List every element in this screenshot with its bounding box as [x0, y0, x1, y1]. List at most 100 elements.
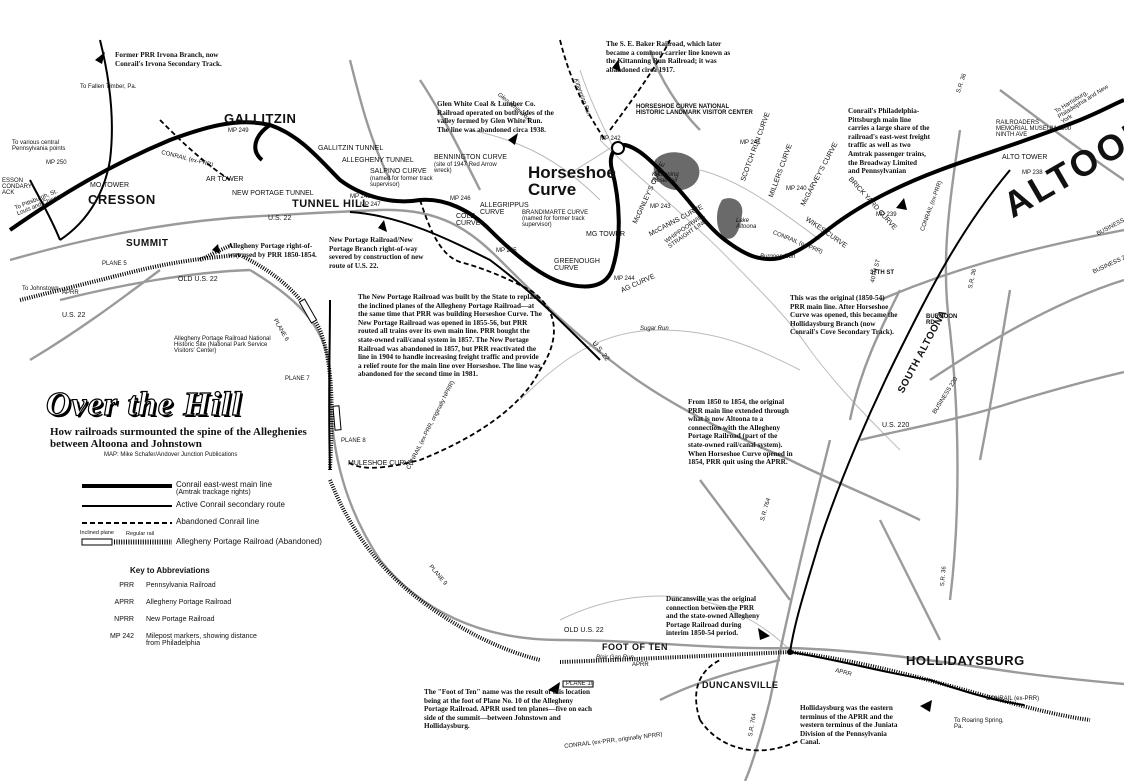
pointer-arrows — [95, 52, 932, 712]
bennington-note-label: (site of 1947 Red Arrow wreck) — [434, 162, 497, 174]
mg-tower-label: MG TOWER — [586, 231, 626, 238]
glen-white-note: Glen White Coal & Lumber Co. Railroad op… — [437, 100, 554, 134]
map-credit: MAP: Mike Schafer/Andover Junction Publi… — [104, 452, 238, 458]
philadelphia-pittsburgh-note: Conrail's Philadelphia-Pittsburgh main l… — [848, 107, 930, 176]
mo-tower-label: MO TOWER — [90, 182, 130, 189]
st37-label: 37TH ST — [870, 270, 895, 276]
town-hollidaysburg: HOLLIDAYSBURG — [906, 653, 1025, 668]
foot-of-ten-note: The "Foot of Ten" name was the result of… — [424, 688, 592, 731]
duncansville-junction — [787, 649, 793, 655]
us22-label-c: U.S. 22 — [62, 312, 86, 319]
key-abbr-prr: PRR — [119, 582, 134, 589]
mp243-label: MP 243 — [650, 204, 671, 210]
legend-inclined-plane: Inclined plane — [80, 530, 114, 536]
cold-curve-label: COLD CURVE — [456, 213, 481, 227]
legend-main-line: Conrail east-west main line — [176, 480, 273, 489]
lake-altoona — [716, 198, 743, 239]
plane5-label: PLANE 5 — [102, 261, 127, 267]
abandoned-lines — [159, 39, 801, 752]
plane10-label: PLANE 10 — [566, 681, 595, 687]
map-title: Over the Hill — [45, 385, 243, 423]
to-johnstown-label: To Johnstown — [22, 286, 59, 292]
kittanning-reservoir — [653, 152, 700, 191]
sugar-run-label: Sugar Run — [640, 326, 669, 332]
mp250-label: MP 250 — [46, 160, 67, 166]
salpino-note-label: (named for former track supervisor) — [370, 176, 433, 188]
alto-tower-label: ALTO TOWER — [1002, 154, 1048, 161]
legend-portage: Allegheny Portage Railroad (Abandoned) — [176, 537, 322, 546]
mp245-label: MP 245 — [496, 248, 517, 254]
town-summit: SUMMIT — [126, 238, 169, 249]
legend-secondary: Active Conrail secondary route — [176, 500, 285, 509]
portage-site-label: Allegheny Portage Railroad National Hist… — [174, 336, 271, 354]
allegrippus-curve-label: ALLEGRIPPUS CURVE — [480, 202, 529, 216]
plane-markers — [298, 298, 594, 688]
us220-label: U.S. 220 — [882, 422, 910, 429]
new-portage-tunnel-label: NEW PORTAGE TUNNEL — [232, 190, 314, 197]
hollidaysburg-note: Hollidaysburg was the eastern terminus o… — [800, 704, 898, 747]
key-meaning-aprr: Allegheny Portage Railroad — [146, 599, 232, 606]
mp248-label: MP 248 — [350, 194, 371, 200]
duncansville-note: Duncansville was the original connection… — [666, 595, 760, 638]
key-meaning-nprr: New Portage Railroad — [146, 616, 215, 623]
map-subtitle: How railroads surmounted the spine of th… — [50, 426, 307, 450]
to-central-pa-label: To various central Pennsylvania points — [12, 140, 66, 152]
plane8-label: PLANE 8 — [341, 438, 366, 444]
legend-abandoned: Abandoned Conrail line — [176, 517, 260, 526]
key-meaning-prr: Pennsylvania Railroad — [146, 582, 216, 589]
us22-label-a: U.S. 22 — [268, 215, 292, 222]
mp239-label: MP 239 — [876, 212, 897, 218]
baker-note: The S. E. Baker Railroad, which later be… — [606, 40, 731, 74]
key-meaning-mp: Milepost markers, showing distance from … — [146, 633, 257, 647]
key-abbr-nprr: NPRR — [114, 616, 134, 623]
horseshoe-curve-label: Horseshoe Curve — [528, 163, 616, 199]
salpino-curve-label: SALPINO CURVE — [370, 168, 427, 175]
lake-altoona-label: Lake Altoona — [736, 218, 757, 230]
burgoon-run-label: Burgoon Run — [760, 254, 796, 260]
town-gallitzin: GALLITZIN — [224, 111, 297, 126]
brandimarte-curve-label: BRANDIMARTE CURVE (named for former trac… — [522, 210, 589, 228]
old-us22-label-b: OLD U.S. 22 — [564, 627, 604, 634]
new-portage-note: The New Portage Railroad was built by th… — [358, 293, 542, 379]
mp246-label: MP 246 — [450, 196, 471, 202]
cresson-secondary-label: ESSON CONDARY ACK — [2, 178, 32, 196]
mp240-label: MP 240 — [786, 186, 807, 192]
ar-tower-label: AR TOWER — [206, 176, 244, 183]
mp244-label: MP 244 — [614, 276, 635, 282]
mp242-label: MP 242 — [600, 136, 621, 142]
conrail-exprr-label-4: CONRAIL (ex-PRR) — [986, 696, 1040, 702]
irvona-note: Former PRR Irvona Branch, now Conrail's … — [115, 51, 222, 68]
mp238-label: MP 238 — [1022, 170, 1043, 176]
to-fallen-timber-label: To Fallen Timber, Pa. — [80, 84, 137, 90]
bennington-curve-label: BENNINGTON CURVE — [434, 154, 507, 161]
mp247-label: MP 247 — [360, 202, 381, 208]
town-tunnel-hill: TUNNEL HILL — [292, 198, 370, 210]
from-1850-note: From 1850 to 1854, the original PRR main… — [688, 398, 793, 467]
main-line — [8, 98, 1124, 289]
burgoon-rd-label: BURGOON RD — [926, 314, 958, 326]
allegheny-tunnel-label: ALLEGHENY TUNNEL — [342, 157, 414, 164]
legend-regular-rail: Regular rail — [126, 531, 155, 537]
greenough-curve-label: GREENOUGH CURVE — [554, 258, 600, 272]
blair-gap-run-label: Blair Gap Run — [596, 655, 634, 661]
plane7-label: PLANE 7 — [285, 376, 310, 382]
mp249-label: MP 249 — [228, 128, 249, 134]
npr-branch-note: New Portage Railroad/New Portage Branch … — [329, 236, 424, 270]
aprr-label-1: APRR — [62, 290, 79, 296]
muleshoe-curve-label: MULESHOE CURVE — [348, 460, 414, 467]
key-heading: Key to Abbreviations — [130, 566, 210, 575]
horseshoe-landmark-marker — [611, 141, 625, 155]
town-foot-of-ten: FOOT OF TEN — [602, 642, 668, 652]
legend-main-line-note: (Amtrak trackage rights) — [176, 489, 251, 496]
original-main-note: This was the original (1850-54) PRR main… — [790, 294, 898, 337]
mp241-label: MP 241 — [740, 140, 761, 146]
old-us22-label-a: OLD U.S. 22 — [178, 276, 218, 283]
gallitzin-tunnel-label: GALLITZIN TUNNEL — [318, 145, 384, 152]
key-abbr-aprr: APRR — [114, 599, 134, 606]
kittanning-reservoir-label: Kittanning Reservoir — [652, 172, 679, 184]
key-abbr-mp: MP 242 — [110, 633, 134, 640]
town-duncansville: DUNCANSVILLE — [702, 680, 779, 690]
railroaders-museum-label: RAILROADERS MEMORIAL MUSEUM 1300 NINTH A… — [996, 120, 1072, 138]
portage-railroad — [19, 243, 1091, 722]
